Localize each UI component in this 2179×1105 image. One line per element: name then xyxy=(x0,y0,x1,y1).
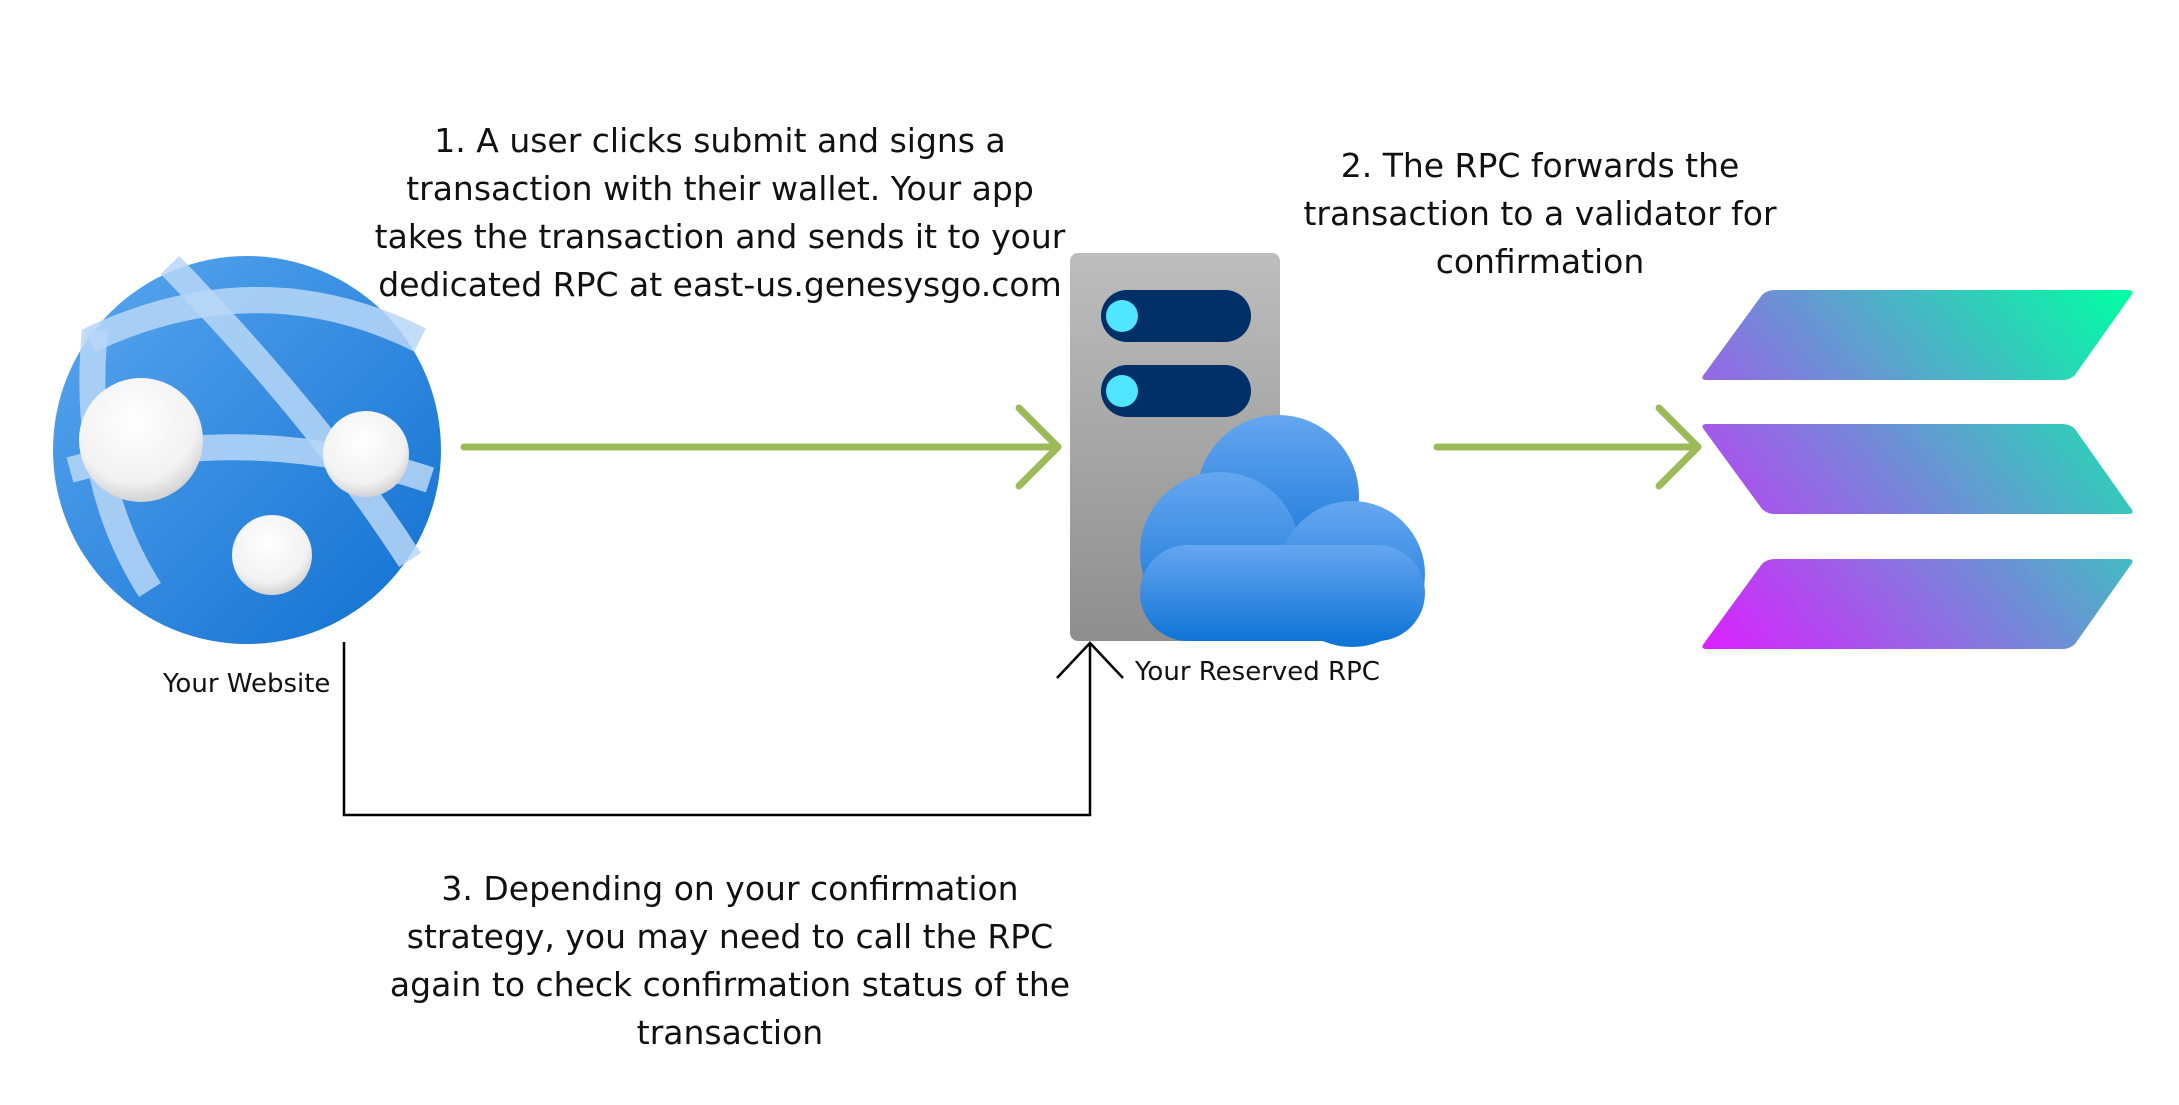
globe-web-app-icon xyxy=(53,255,441,644)
step-2-description: 2. The RPC forwards the transaction to a… xyxy=(1303,146,1777,281)
server-cloud-icon xyxy=(1070,253,1425,647)
step-1-description: 1. A user clicks submit and signs a tran… xyxy=(374,121,1066,304)
connector-website-to-rpc xyxy=(342,641,1124,817)
rpc-label: Your Reserved RPC xyxy=(1135,657,1380,687)
step-3-description: 3. Depending on your confirmation strate… xyxy=(389,869,1071,1052)
arrow-rpc-to-validator xyxy=(1433,404,1702,490)
solana-logo-icon xyxy=(1702,290,2133,649)
website-label: Your Website xyxy=(163,669,331,699)
arrow-website-to-rpc xyxy=(460,404,1062,490)
